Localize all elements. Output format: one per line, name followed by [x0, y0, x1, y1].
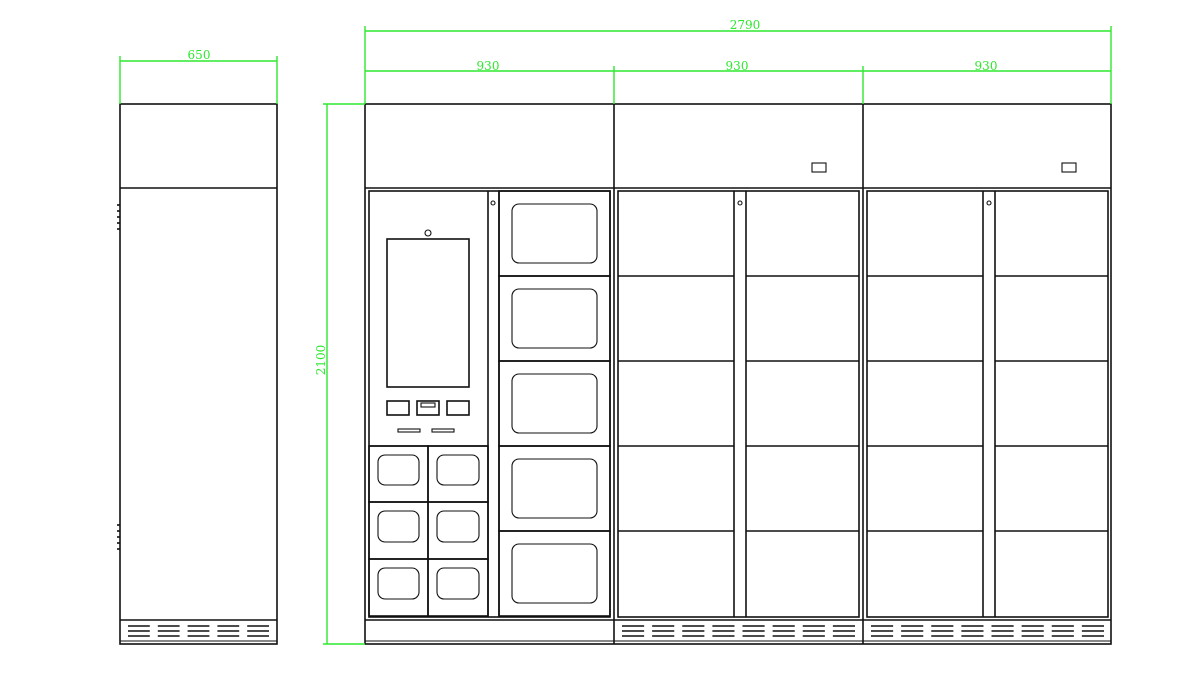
kiosk-button	[446, 400, 470, 416]
side-cabinet-outline	[119, 103, 278, 645]
dim-module-3-width: 930	[975, 59, 998, 73]
small-door-window	[377, 454, 420, 486]
small-door-window	[436, 454, 480, 486]
door-window	[511, 288, 598, 349]
door-window	[511, 458, 598, 519]
dim-module-1-width: 930	[477, 59, 500, 73]
lock-dot	[986, 200, 992, 206]
door-window	[511, 203, 598, 264]
module-frame	[617, 190, 860, 618]
camera-icon	[424, 229, 432, 237]
dim-height: 2100	[314, 345, 328, 376]
small-door-window	[436, 567, 480, 600]
dim-total-width: 2790	[730, 18, 761, 32]
card-slot	[420, 402, 436, 408]
card-reader	[416, 400, 440, 416]
small-door-window	[436, 510, 480, 543]
locker-door	[498, 530, 611, 617]
dim-side-width: 650	[188, 48, 211, 62]
module-1-frame	[368, 190, 611, 618]
door-window	[511, 543, 598, 604]
top-panel-badge	[1061, 162, 1077, 173]
kiosk-button	[386, 400, 410, 416]
module-frame	[866, 190, 1109, 618]
small-door-window	[377, 510, 420, 543]
drawing-geometry	[117, 103, 1112, 645]
door-window	[511, 373, 598, 434]
front-cabinet-outline	[364, 103, 1112, 645]
small-door-window	[377, 567, 420, 600]
dimension-lines	[119, 26, 1112, 645]
receipt-slot	[397, 428, 421, 433]
small-locker-door	[427, 558, 489, 617]
lock-dot	[490, 200, 496, 206]
kiosk-screen	[386, 238, 470, 388]
receipt-slot	[431, 428, 455, 433]
top-panel-badge	[811, 162, 827, 173]
dim-module-2-width: 930	[726, 59, 749, 73]
lock-dot	[737, 200, 743, 206]
